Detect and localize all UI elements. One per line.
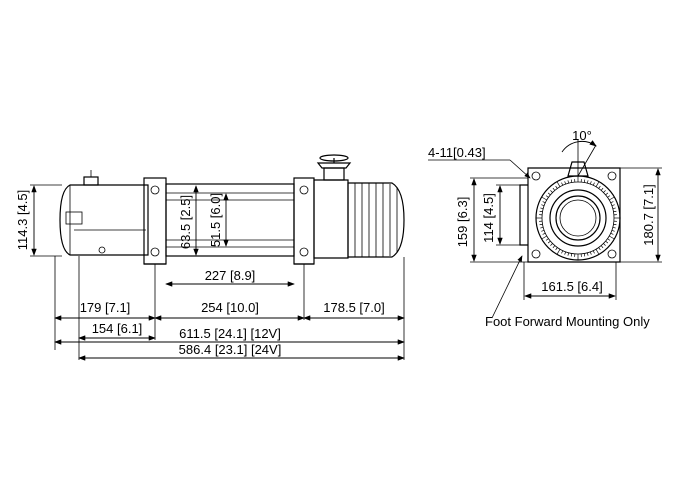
dial-tick bbox=[603, 190, 606, 193]
dial-tick bbox=[556, 249, 561, 255]
dial-tick bbox=[611, 229, 615, 232]
dial-tick bbox=[545, 238, 549, 241]
dim-angle: 10° bbox=[572, 128, 592, 143]
dim-end-height-180: 180.7 [7.1] bbox=[641, 184, 656, 245]
dim-total-12v: 611.5 [24.1] [12V] bbox=[179, 326, 281, 341]
dial-tick bbox=[603, 243, 606, 246]
dim-drum-length: 227 [8.9] bbox=[205, 268, 256, 283]
dim-motor-length-24v: 154 [6.1] bbox=[92, 321, 143, 336]
dial-tick bbox=[592, 250, 595, 254]
dial-tick bbox=[547, 240, 551, 244]
dial-outer bbox=[535, 175, 621, 261]
dial-tick bbox=[612, 226, 616, 229]
right-end-bracket bbox=[293, 177, 315, 265]
dial-tick bbox=[609, 196, 615, 201]
motor bbox=[59, 170, 149, 256]
dial-tick bbox=[586, 180, 589, 184]
dial-tick bbox=[605, 192, 609, 196]
dial-tick bbox=[613, 223, 617, 226]
dial-tick bbox=[598, 185, 601, 189]
dial-tick bbox=[600, 245, 604, 249]
dial-tick bbox=[561, 250, 564, 254]
dial-tick bbox=[550, 190, 553, 193]
dial-tick bbox=[589, 181, 592, 185]
dial-tick bbox=[552, 245, 556, 249]
dim-drum-outer: 63.5 [2.5] bbox=[178, 195, 193, 249]
dial-tick bbox=[583, 253, 586, 257]
dim-gearbox-length: 178.5 [7.0] bbox=[323, 300, 384, 315]
dial-tick bbox=[567, 180, 570, 184]
dial-tick bbox=[595, 181, 600, 187]
dial-tick bbox=[610, 201, 614, 204]
dial-tick bbox=[555, 247, 558, 251]
dial-tick bbox=[545, 195, 549, 198]
dim-motor-length: 179 [7.1] bbox=[80, 300, 131, 315]
dial-tick bbox=[561, 182, 564, 186]
dial-tick bbox=[605, 240, 609, 244]
dial-tick bbox=[540, 207, 544, 210]
end-view bbox=[519, 140, 621, 263]
dial-tick bbox=[552, 187, 556, 191]
dial-tick bbox=[592, 182, 595, 186]
dial-tick bbox=[541, 196, 547, 201]
dial-tick bbox=[541, 229, 545, 232]
dim-drum-section: 254 [10.0] bbox=[201, 300, 259, 315]
dial-tick bbox=[583, 179, 586, 183]
end-view-dimensions: 10° 4-11[0.43] 159 [6.3] 114 [4.5] 180.7… bbox=[428, 128, 662, 329]
dial-tick bbox=[589, 251, 592, 255]
dial-tick bbox=[564, 251, 567, 255]
dial-tick bbox=[555, 185, 558, 189]
left-end-bracket bbox=[143, 177, 167, 265]
dim-drum-inner: 51.5 [6.0] bbox=[208, 193, 223, 247]
gearbox bbox=[313, 154, 405, 259]
dial-tick bbox=[542, 232, 546, 235]
dial-tick bbox=[539, 223, 543, 226]
dial-tick bbox=[607, 195, 611, 198]
dial-tick bbox=[541, 235, 547, 240]
dim-end-height-114: 114 [4.5] bbox=[481, 193, 496, 243]
dim-height-total: 114.3 [4.5] bbox=[15, 190, 30, 250]
dim-end-height-159: 159 [6.3] bbox=[455, 197, 470, 248]
dial-tick bbox=[611, 204, 615, 207]
dial-tick bbox=[540, 226, 544, 229]
mounting-note: Foot Forward Mounting Only bbox=[485, 314, 650, 329]
dim-total-24v: 586.4 [23.1] [24V] bbox=[179, 342, 282, 357]
dial-tick bbox=[542, 201, 546, 204]
dim-end-width: 161.5 [6.4] bbox=[541, 279, 602, 294]
dial-tick bbox=[541, 204, 545, 207]
gearbox-ribs bbox=[354, 183, 398, 257]
side-view bbox=[59, 154, 405, 265]
dial-tick bbox=[610, 232, 614, 235]
dim-bolt-spec: 4-11[0.43] bbox=[428, 145, 486, 160]
dial-tick bbox=[550, 243, 553, 246]
side-view-dimensions: 114.3 [4.5] 63.5 [2.5] 51.5 [6.0] 227 [8… bbox=[15, 184, 405, 361]
dial-tick bbox=[612, 207, 616, 210]
dial-tick bbox=[609, 235, 615, 240]
dial-tick bbox=[600, 187, 604, 191]
dial-tick bbox=[564, 181, 567, 185]
dial-tick bbox=[570, 179, 573, 183]
dial-tick bbox=[556, 181, 561, 187]
dial-tick bbox=[586, 252, 589, 256]
dial-tick bbox=[547, 192, 551, 196]
dial-tick bbox=[595, 249, 600, 255]
dial-tick bbox=[613, 210, 617, 213]
dial-tick bbox=[598, 247, 601, 251]
dial-tick bbox=[607, 238, 611, 241]
dial-tick bbox=[567, 252, 570, 256]
dial-ticks bbox=[536, 176, 620, 260]
dial-tick bbox=[570, 253, 573, 257]
dial-tick bbox=[539, 210, 543, 213]
